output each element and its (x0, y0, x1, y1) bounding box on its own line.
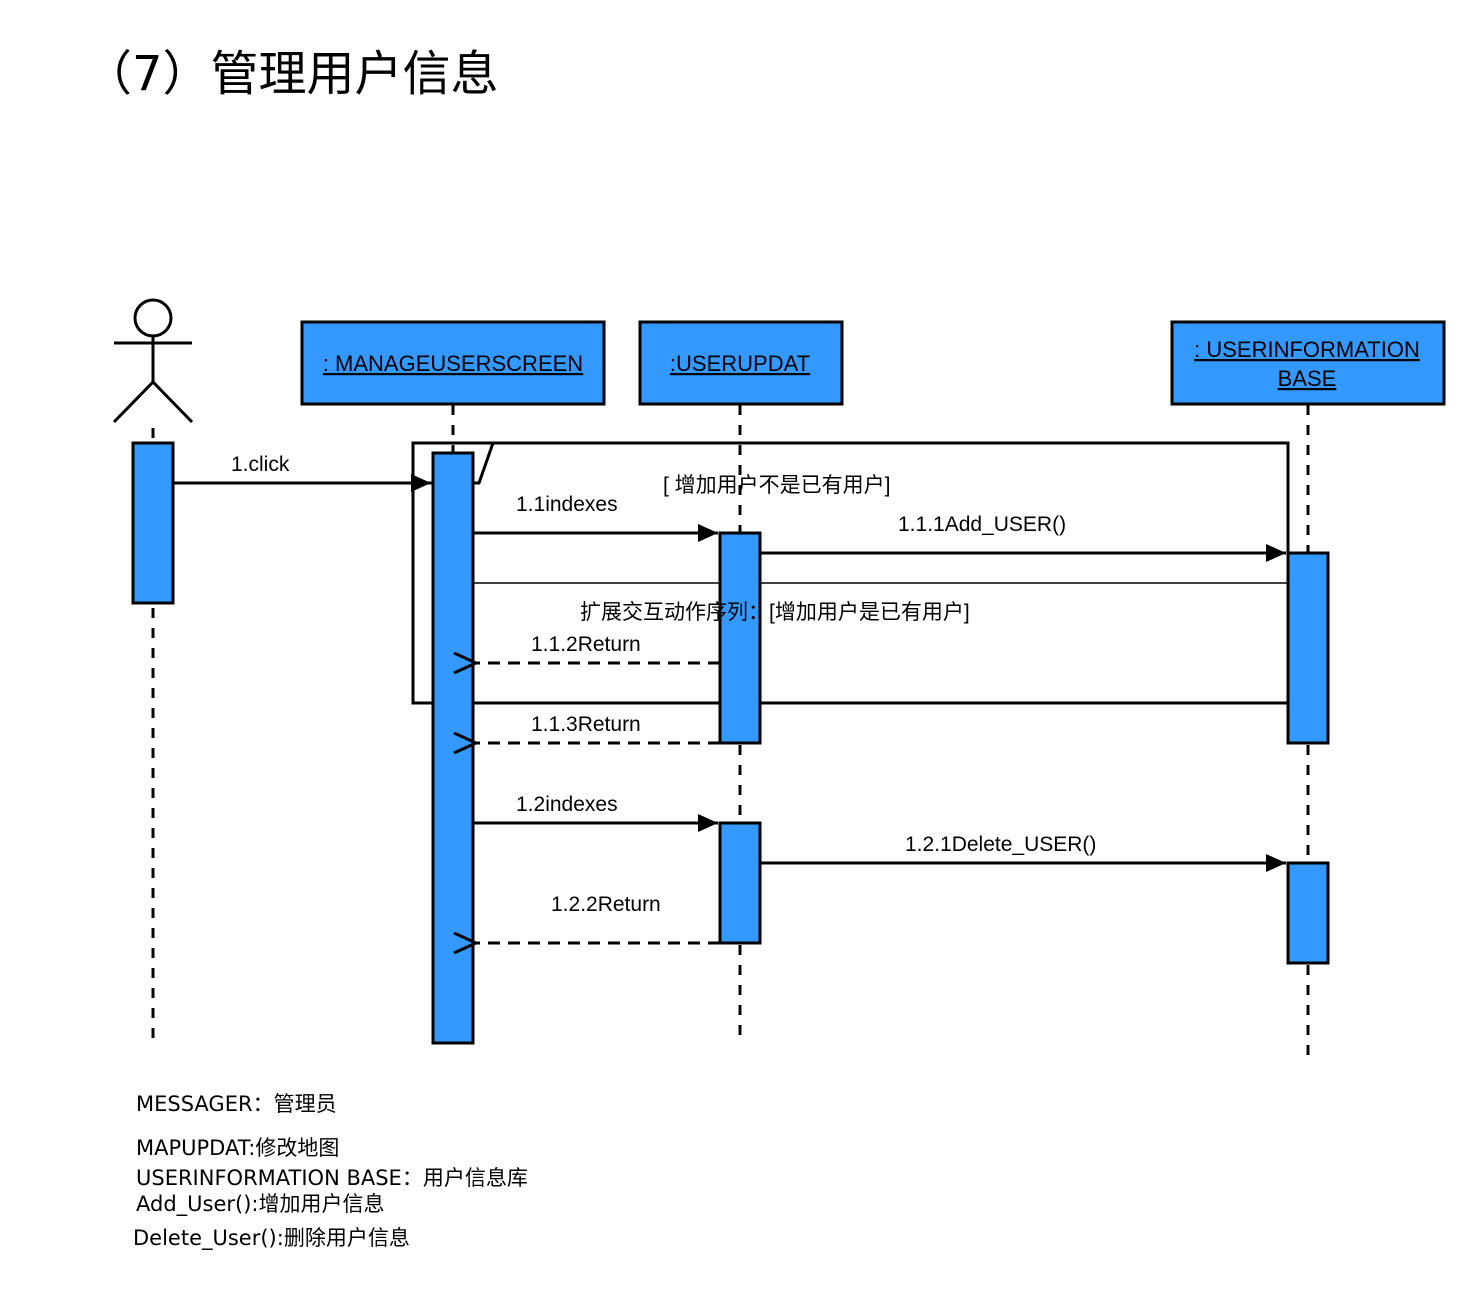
message-label-indexes-1: 1.1indexes (516, 493, 618, 516)
message-label-add-user: 1.1.1Add_USER() (898, 513, 1066, 536)
actor-stick-figure (112, 298, 194, 424)
object-userupdat-label: :USERUPDAT (670, 351, 810, 376)
object-uib-label-line1: : USERINFORMATION (1194, 337, 1420, 362)
object-userinformation-base (1170, 320, 1446, 406)
message-label-indexes-2: 1.2indexes (516, 793, 618, 816)
object-manage-label: : MANAGEUSERSCREEN (323, 351, 583, 376)
activation-actor (131, 441, 175, 605)
legend-add-user: Add_User():增加用户信息 (136, 1192, 385, 1216)
activation-userupdat-2 (718, 821, 762, 945)
object-uib-label-line2: BASE (1278, 366, 1337, 391)
guard-condition-2: 扩展交互动作序列：[增加用户是已有用户] (580, 601, 970, 624)
message-label-return-122: 1.2.2Return (551, 893, 661, 916)
message-label-delete-user: 1.2.1Delete_USER() (905, 833, 1096, 856)
message-label-return-113: 1.1.3Return (531, 713, 641, 736)
activation-manage (431, 451, 475, 1045)
object-userupdat (638, 320, 844, 406)
activation-userupdat-1 (718, 531, 762, 745)
activation-uib-1 (1286, 551, 1330, 745)
activation-uib-2 (1286, 861, 1330, 965)
message-label-click: 1.click (231, 453, 290, 476)
legend-mapupdat: MAPUPDAT:修改地图 (136, 1136, 340, 1160)
object-manageuserscreen (300, 320, 606, 406)
message-label-return-112: 1.1.2Return (531, 633, 641, 656)
legend-messager: MESSAGER：管理员 (136, 1092, 337, 1116)
legend-delete-user: Delete_User():删除用户信息 (133, 1226, 410, 1250)
legend-uib: USERINFORMATION BASE：用户信息库 (136, 1166, 528, 1190)
guard-condition-1: [ 增加用户不是已有用户] (663, 474, 891, 497)
page-title: （7）管理用户信息 (84, 46, 499, 102)
